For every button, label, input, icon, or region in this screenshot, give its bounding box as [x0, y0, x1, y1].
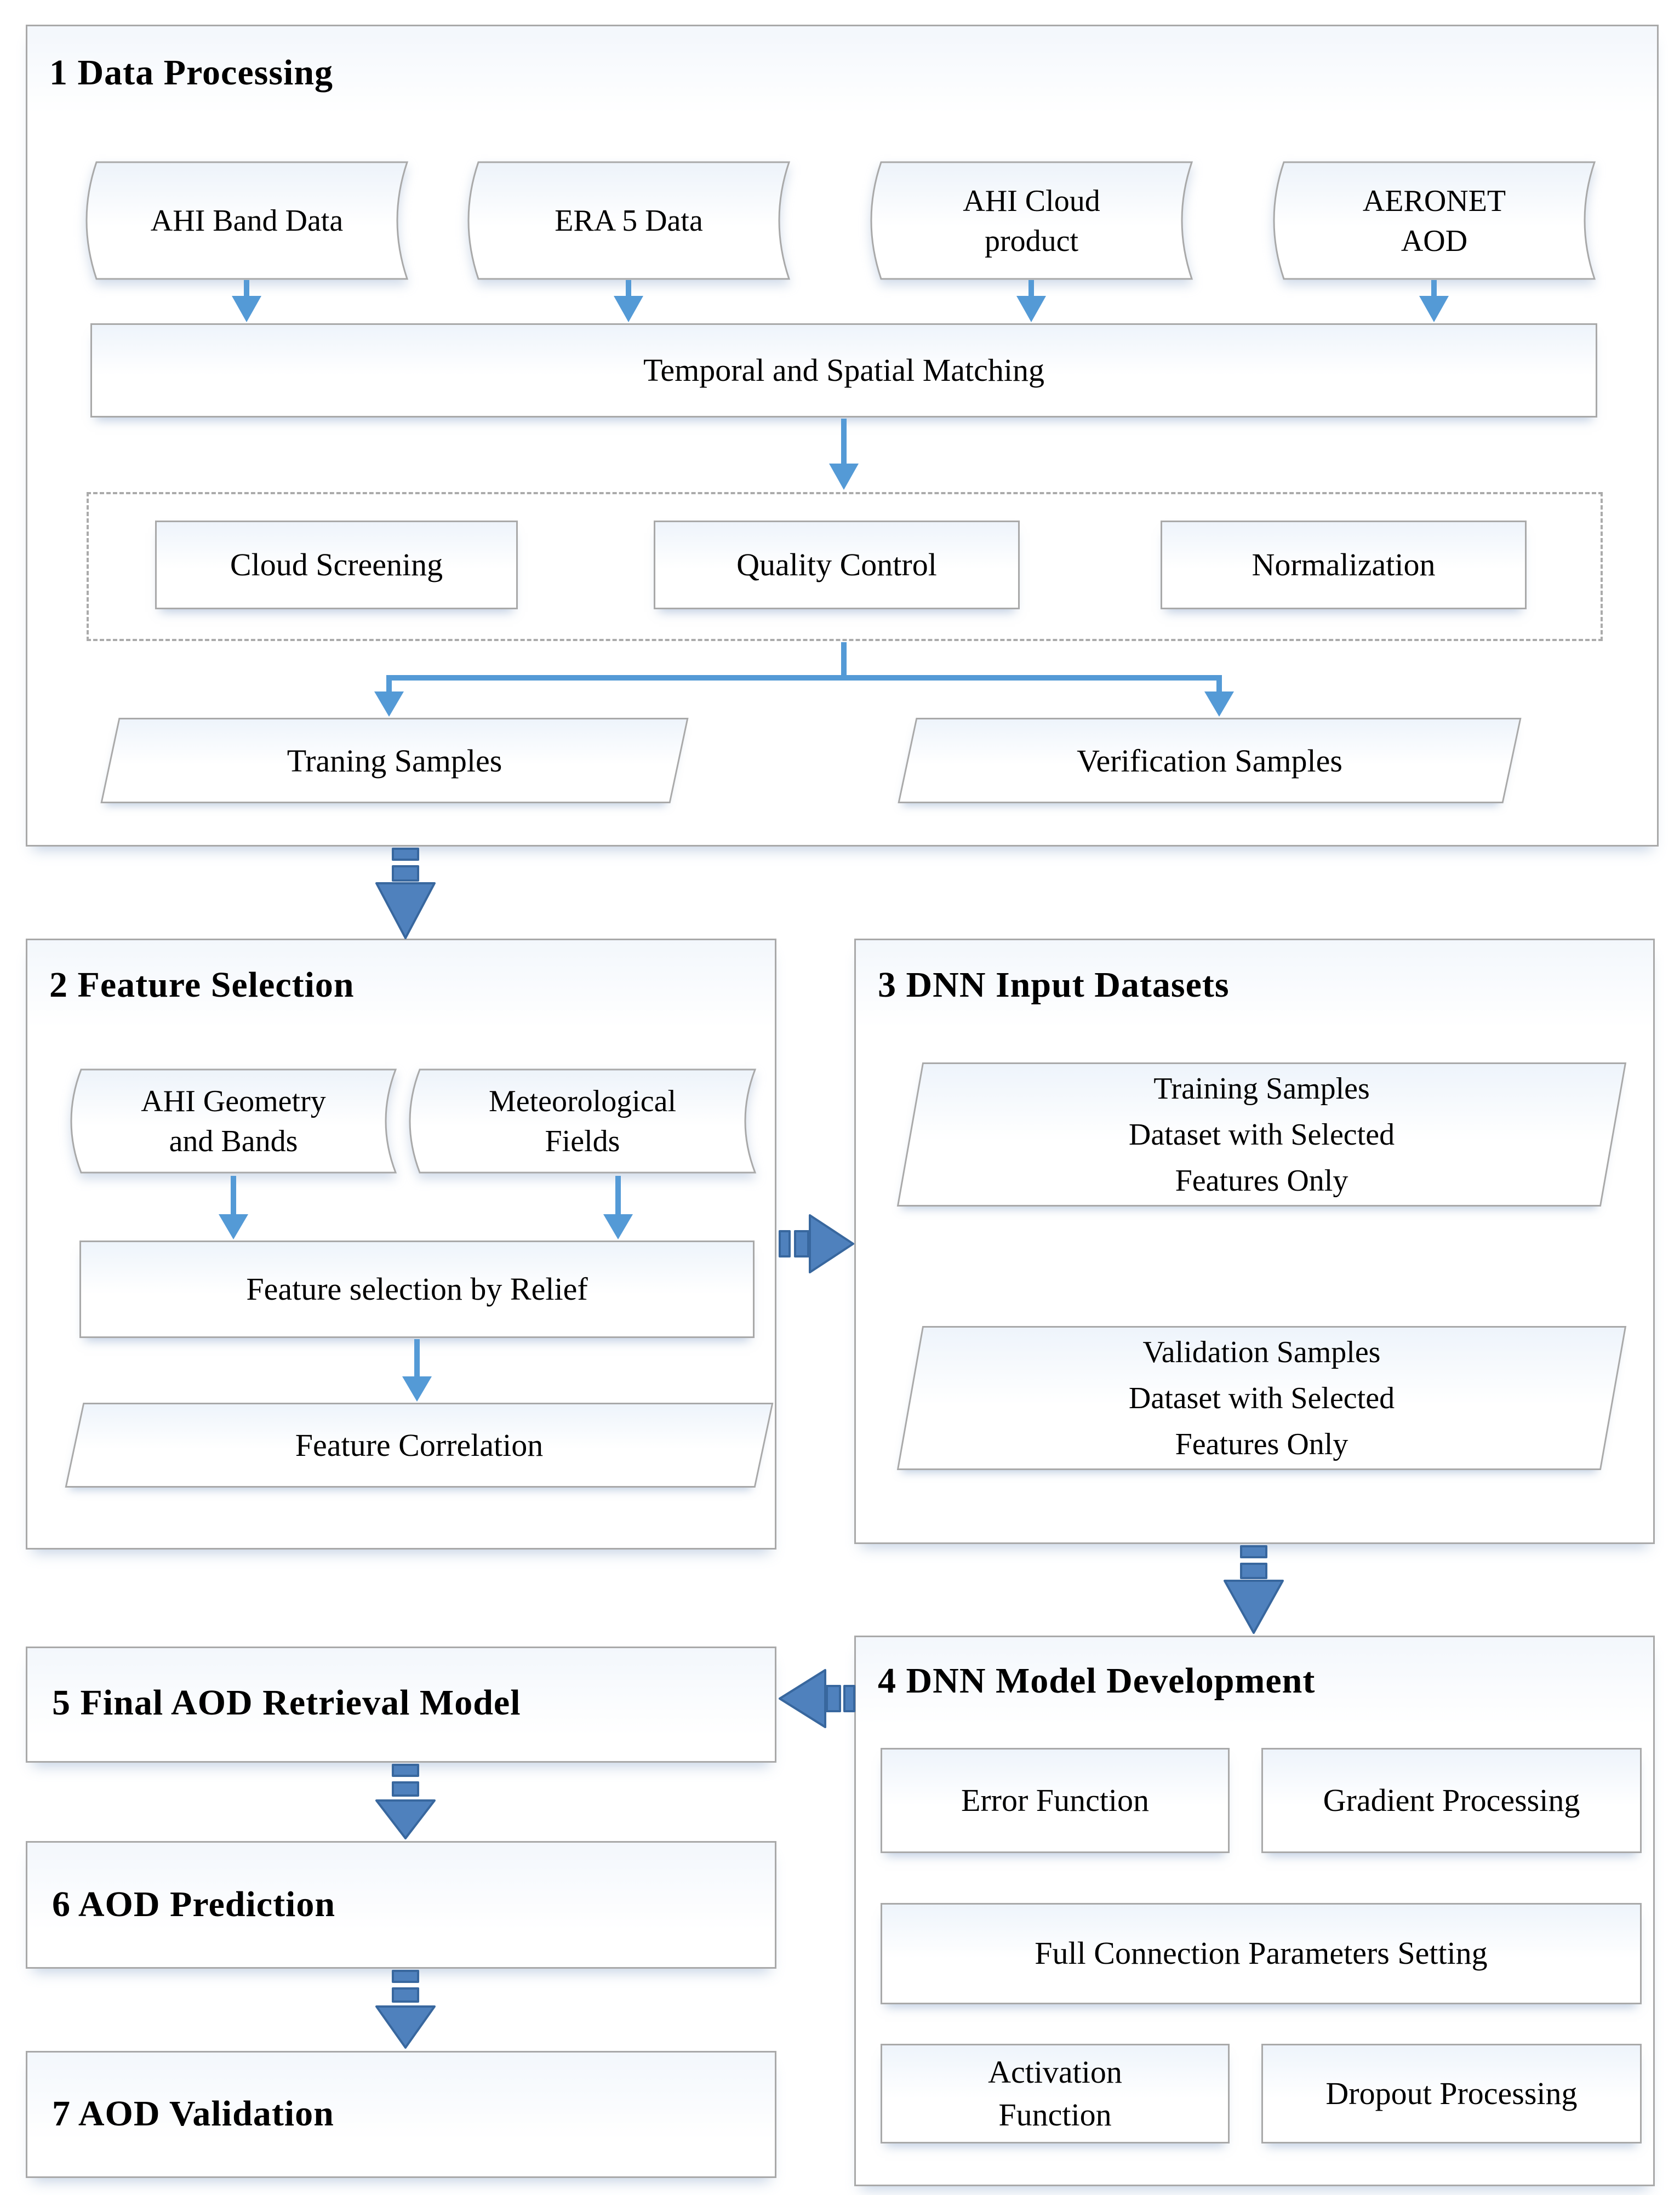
verification-samples-label: Verification Samples: [1077, 742, 1342, 779]
stored-data-ahi-cloud: AHI Cloud product: [860, 161, 1203, 281]
stored-data-shape-icon: [409, 1068, 757, 1174]
cloud-screening-label: Cloud Screening: [230, 546, 443, 582]
section-final-aod-retrieval-model-title: 5 Final AOD Retrieval Model: [52, 1683, 521, 1723]
process-normalization: Normalization: [1161, 521, 1527, 609]
activation-function-label-line1: Activation: [988, 2054, 1122, 2090]
stored-data-shape-icon: [70, 1068, 397, 1174]
stored-data-ahi-geometry: AHI Geometry and Bands: [60, 1068, 407, 1175]
feature-selection-relief-label: Feature selection by Relief: [246, 1271, 588, 1307]
stored-data-shape-icon: [870, 161, 1193, 280]
full-connection-parameters-label: Full Connection Parameters Setting: [1035, 1935, 1488, 1971]
section-final-aod-retrieval-model: [26, 1647, 776, 1763]
io-validation-dataset-selected-features: Validation Samples Dataset with Selected…: [896, 1326, 1627, 1470]
process-error-function: Error Function: [881, 1748, 1230, 1853]
process-gradient-processing: Gradient Processing: [1261, 1748, 1642, 1853]
section-aod-validation-title: 7 AOD Validation: [52, 2094, 334, 2134]
stored-data-ahi-band: AHI Band Data: [76, 161, 418, 281]
striped-arrow-dnn-model-to-final-model: [779, 1669, 855, 1728]
gradient-processing-label: Gradient Processing: [1323, 1782, 1580, 1818]
normalization-label: Normalization: [1252, 546, 1436, 582]
feature-correlation-label: Feature Correlation: [295, 1427, 544, 1463]
io-training-dataset-selected-features: Training Samples Dataset with Selected F…: [896, 1062, 1627, 1207]
stored-data-aeronet-label-line2: AOD: [1401, 224, 1468, 258]
stored-data-ahi-cloud-label-line2: product: [984, 224, 1079, 258]
stored-data-era5-label: ERA 5 Data: [555, 204, 703, 238]
process-dropout-processing: Dropout Processing: [1261, 2044, 1642, 2143]
stored-data-meteorological: Meteorological Fields: [399, 1068, 766, 1175]
io-training-samples: Traning Samples: [100, 718, 689, 803]
training-dataset-label-line1: Training Samples: [1153, 1071, 1370, 1106]
training-dataset-label-line2: Dataset with Selected: [1128, 1117, 1395, 1152]
error-function-label: Error Function: [961, 1782, 1150, 1818]
stored-data-era5: ERA 5 Data: [458, 161, 800, 281]
validation-dataset-label-line2: Dataset with Selected: [1128, 1381, 1395, 1415]
training-dataset-label-line3: Features Only: [1175, 1163, 1348, 1198]
training-samples-label: Traning Samples: [287, 742, 502, 779]
section-feature-selection-title: 2 Feature Selection: [49, 965, 355, 1005]
striped-arrow-feature-selection-to-dnn-input: [779, 1214, 854, 1273]
section-aod-prediction-title: 6 AOD Prediction: [52, 1884, 336, 1924]
validation-dataset-label-line1: Validation Samples: [1142, 1335, 1381, 1369]
section-aod-prediction: [26, 1841, 776, 1969]
activation-function-label-line2: Function: [998, 2097, 1112, 2133]
io-feature-correlation: Feature Correlation: [65, 1403, 774, 1488]
section-dnn-model-development-title: 4 DNN Model Development: [878, 1661, 1316, 1701]
stored-data-shape-icon: [467, 161, 791, 280]
ahi-geometry-label-line2: and Bands: [169, 1124, 298, 1158]
stored-data-ahi-band-label: AHI Band Data: [150, 204, 344, 238]
io-verification-samples: Verification Samples: [898, 718, 1522, 803]
section-dnn-input-datasets-title: 3 DNN Input Datasets: [878, 965, 1230, 1005]
section-aod-validation: [26, 2051, 776, 2178]
stored-data-shape-icon: [85, 161, 409, 280]
temporal-spatial-matching-label: Temporal and Spatial Matching: [643, 352, 1045, 388]
meteorological-label-line2: Fields: [545, 1124, 620, 1158]
dropout-processing-label: Dropout Processing: [1325, 2075, 1578, 2111]
striped-arrow-data-processing-to-feature-selection: [375, 848, 436, 939]
meteorological-label-line1: Meteorological: [488, 1084, 677, 1119]
process-cloud-screening: Cloud Screening: [155, 521, 518, 609]
striped-arrow-prediction-to-validation: [375, 1970, 436, 2049]
quality-control-label: Quality Control: [736, 546, 937, 582]
process-quality-control: Quality Control: [654, 521, 1020, 609]
ahi-geometry-label-line1: AHI Geometry: [141, 1084, 326, 1119]
stored-data-shape-icon: [1273, 161, 1596, 280]
process-temporal-spatial-matching: Temporal and Spatial Matching: [90, 323, 1597, 418]
stored-data-aeronet: AERONET AOD: [1263, 161, 1605, 281]
dashed-preprocessing-group: [87, 492, 1603, 641]
validation-dataset-label-line3: Features Only: [1175, 1427, 1348, 1461]
process-activation-function: Activation Function: [881, 2044, 1230, 2143]
stored-data-aeronet-label-line1: AERONET: [1362, 184, 1506, 218]
section-data-processing-title: 1 Data Processing: [49, 53, 334, 93]
process-full-connection-parameters: Full Connection Parameters Setting: [881, 1903, 1642, 2004]
process-feature-selection-relief: Feature selection by Relief: [79, 1241, 755, 1338]
striped-arrow-dnn-input-to-dnn-model: [1224, 1545, 1284, 1634]
striped-arrow-final-model-to-prediction: [375, 1764, 436, 1839]
stored-data-ahi-cloud-label-line1: AHI Cloud: [963, 184, 1100, 218]
